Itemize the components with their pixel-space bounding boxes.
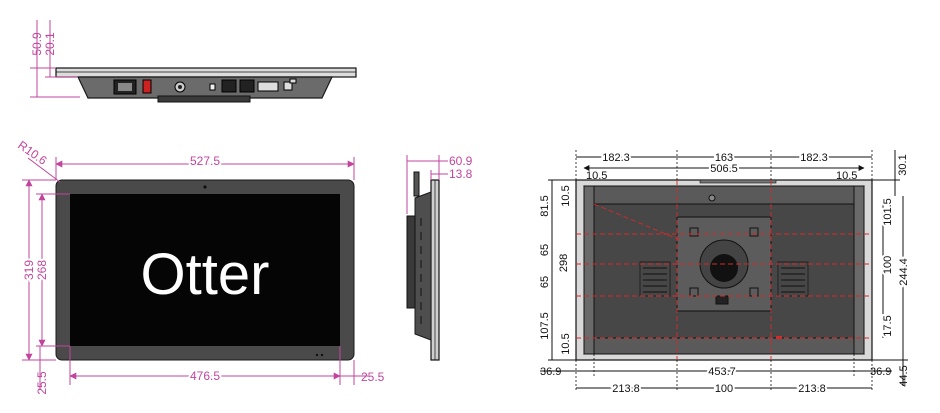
side-view: 60.9 13.8 (406, 154, 473, 361)
rear-bottom-segment-middle-label: 100 (715, 383, 733, 395)
rear-top-segment-left-label: 182.3 (602, 152, 630, 164)
rear-left-bottom-label: 107.5 (539, 312, 551, 340)
rear-left-middle-lower-label: 65 (539, 276, 551, 288)
rear-bottom-segment-right-label: 213.8 (798, 383, 826, 395)
rear-top-segment-middle-label: 163 (715, 152, 733, 164)
side-view-dimensions: 60.9 13.8 (406, 154, 473, 214)
rear-bottom-offset-right-label: 36.9 (870, 366, 891, 378)
top-bezel-depth-label: 20.1 (43, 32, 57, 56)
front-overall-width-label: 527.5 (190, 154, 220, 168)
display-width-label: 476.5 (190, 369, 220, 383)
side-total-depth-label: 60.9 (449, 154, 473, 168)
rear-bottom-offset-left-label: 36.9 (540, 366, 561, 378)
rear-view-dimensions: 182.3 163 182.3 506.5 10.5 10.5 30.1 81.… (537, 150, 912, 397)
front-view: Otter 527.5 R10.6 319 268 25.5 (15, 138, 384, 395)
rear-right-bottom-label: 17.5 (882, 315, 894, 336)
status-leds (315, 353, 324, 357)
rear-offset-right-top-label: 30.1 (897, 154, 909, 175)
front-overall-height-label: 319 (22, 260, 36, 280)
rear-top-segment-right-label: 182.3 (800, 152, 828, 164)
camera-dot (203, 185, 207, 189)
side-bezel-depth-label: 13.8 (449, 167, 473, 181)
front-margin-left-label: 25.5 (35, 371, 49, 395)
rear-io-ports (113, 78, 297, 95)
brand-logo: Otter (141, 242, 270, 307)
top-view-dimensions: 50.9 20.1 (30, 20, 80, 98)
rear-right-top-label: 101.5 (882, 198, 894, 226)
top-total-depth-label: 50.9 (30, 32, 44, 56)
rear-left-offset-bottom-label: 10.5 (560, 333, 572, 354)
display-area (70, 194, 340, 346)
rear-left-offset-top-label: 10.5 (560, 185, 572, 206)
rear-inner-width-label: 506.5 (710, 163, 738, 175)
rear-bottom-segment-left-label: 213.8 (612, 383, 640, 395)
rear-bottom-width-label: 453.7 (708, 366, 736, 378)
rear-left-top-label: 81.5 (539, 195, 551, 216)
rear-right-bottom-offset-label: 44.5 (898, 365, 910, 386)
rear-left-middle-upper-label: 65 (539, 244, 551, 256)
rear-reference-lines (576, 180, 872, 360)
top-view-body (55, 67, 357, 103)
rear-inner-height-label: 298 (558, 254, 570, 272)
front-margin-right-label: 25.5 (361, 370, 385, 384)
top-view: 50.9 20.1 (30, 20, 357, 103)
rear-inner-offset-left-label: 10.5 (586, 170, 607, 182)
rear-right-middle-label: 100 (882, 256, 894, 274)
display-height-label: 268 (35, 260, 49, 280)
antenna (699, 179, 777, 184)
rear-view: 182.3 163 182.3 506.5 10.5 10.5 30.1 81.… (537, 150, 912, 397)
rear-inner-offset-right-label: 10.5 (836, 170, 857, 182)
corner-radius-label: R10.6 (15, 138, 50, 168)
rear-right-total-label: 244.4 (898, 258, 910, 286)
